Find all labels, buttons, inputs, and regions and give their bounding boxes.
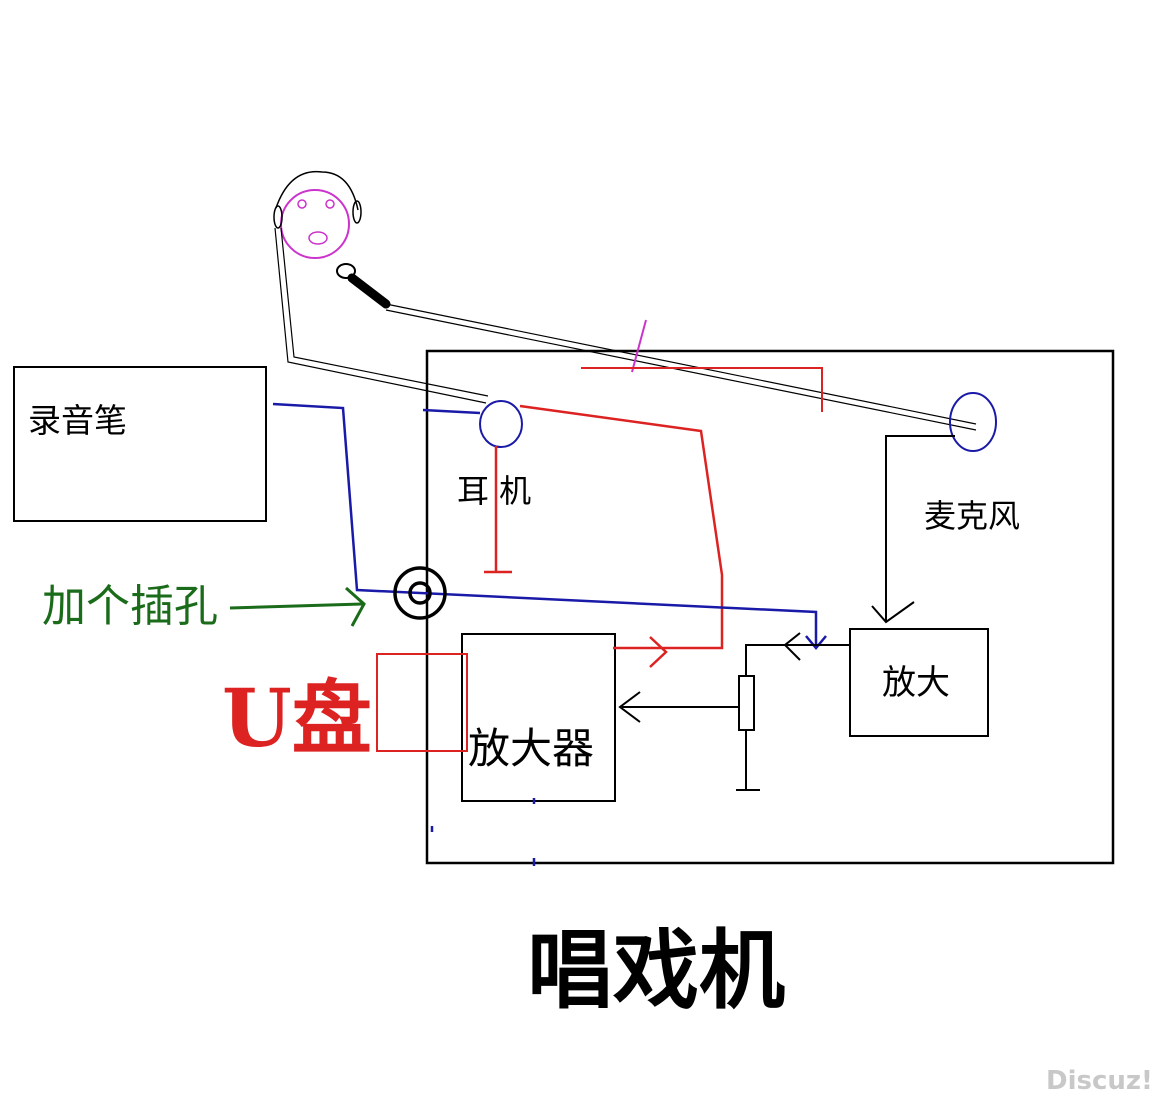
recorder-box xyxy=(13,366,267,522)
amplifier-label: 放大器 xyxy=(468,724,595,773)
person-head-icon xyxy=(273,170,362,259)
machine-title: 唱戏机 xyxy=(527,921,785,1021)
recorder-input-wire xyxy=(272,402,827,866)
add-jack-label: 加个插孔 xyxy=(42,581,218,632)
watermark: Discuz! xyxy=(1046,1066,1153,1096)
mic-to-preamp-wire xyxy=(871,435,955,624)
red-bracket xyxy=(581,367,823,412)
headphone-ground-wire xyxy=(484,446,512,574)
headphones-label: 耳 机 xyxy=(457,472,532,510)
green-arrow xyxy=(229,586,366,627)
pre-amp-box xyxy=(849,628,989,737)
microphone-label: 麦克风 xyxy=(924,497,1021,535)
microphone-cable xyxy=(385,303,977,431)
recorder-label: 录音笔 xyxy=(28,401,127,440)
headphone-jack-circle xyxy=(479,400,523,448)
usb-drive-box xyxy=(376,653,468,752)
headphone-signal-wire xyxy=(519,404,724,668)
handheld-microphone-icon xyxy=(336,263,391,309)
amplifier-box xyxy=(461,633,616,802)
volume-resistor-icon xyxy=(618,675,760,791)
microphone-circle xyxy=(949,392,997,452)
pre-amp-label: 放大 xyxy=(882,663,950,703)
headphone-cable xyxy=(274,227,489,404)
cable-tick-mark xyxy=(631,319,647,373)
machine-box xyxy=(425,349,1115,865)
preamp-output-wire xyxy=(745,632,850,676)
added-jack-icon xyxy=(393,566,447,620)
usb-drive-label: U盘 xyxy=(222,671,372,765)
